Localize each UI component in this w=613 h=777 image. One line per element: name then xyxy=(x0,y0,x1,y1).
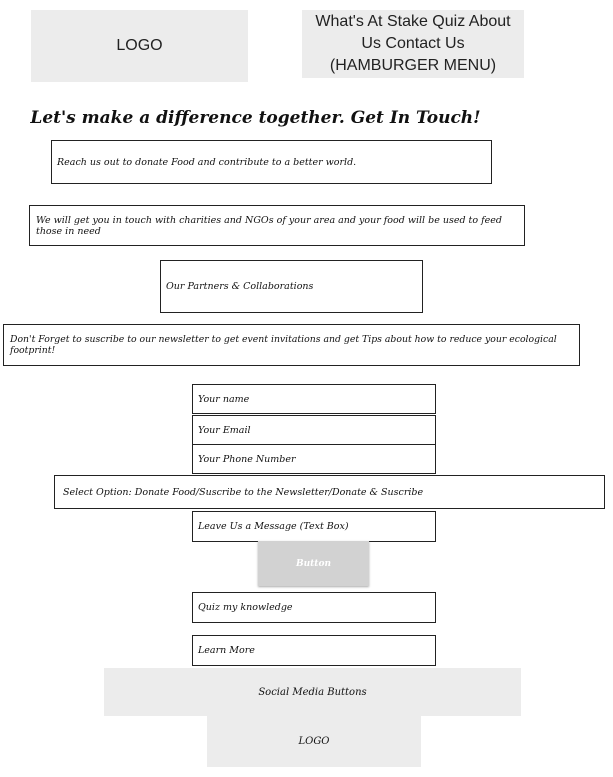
email-input[interactable]: Your Email xyxy=(192,415,436,445)
partners-collaborations-box[interactable]: Our Partners & Collaborations xyxy=(160,260,423,313)
learn-more-link[interactable]: Learn More xyxy=(192,635,436,666)
phone-input[interactable]: Your Phone Number xyxy=(192,444,436,474)
option-select[interactable]: Select Option: Donate Food/Suscribe to t… xyxy=(54,475,605,509)
name-input[interactable]: Your name xyxy=(192,384,436,414)
submit-button[interactable]: Button xyxy=(258,541,369,586)
footer-logo[interactable]: LOGO xyxy=(207,716,421,767)
header-logo[interactable]: LOGO xyxy=(31,10,248,82)
newsletter-info-text-box: Don't Forget to suscribe to our newslett… xyxy=(3,324,580,366)
message-textbox[interactable]: Leave Us a Message (Text Box) xyxy=(192,511,436,542)
hamburger-nav-menu[interactable]: What's At Stake Quiz About Us Contact Us… xyxy=(302,10,524,78)
charities-info-text-box: We will get you in touch with charities … xyxy=(29,205,525,246)
social-media-buttons[interactable]: Social Media Buttons xyxy=(104,668,521,716)
reach-us-text-box: Reach us out to donate Food and contribu… xyxy=(51,140,492,184)
quiz-knowledge-link[interactable]: Quiz my knowledge xyxy=(192,592,436,623)
page-headline: Let's make a difference together. Get In… xyxy=(30,108,481,128)
